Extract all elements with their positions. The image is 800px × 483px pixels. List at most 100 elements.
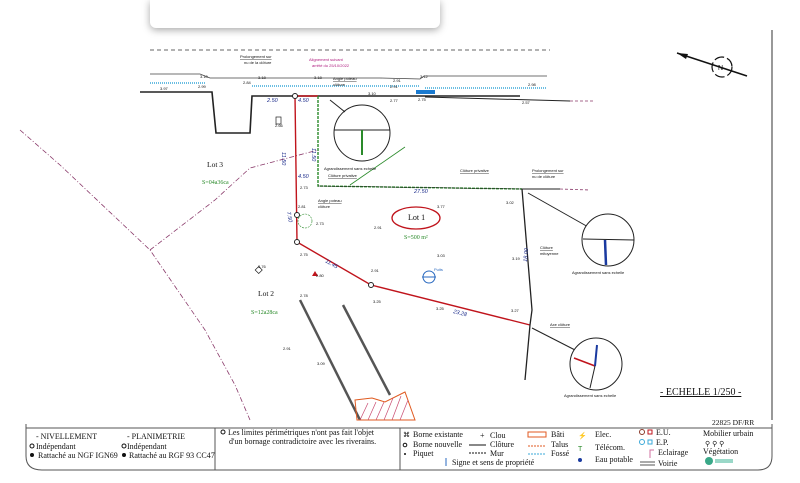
svg-text:Clou: Clou	[490, 431, 506, 440]
svg-text:4.50: 4.50	[298, 174, 310, 180]
svg-text:3.77: 3.77	[437, 204, 446, 209]
svg-text:3.97: 3.97	[160, 86, 169, 91]
svg-text:Prolongement sur: Prolongement sur	[240, 54, 272, 59]
svg-text:E.P.: E.P.	[656, 438, 668, 447]
svg-text:Elec.: Elec.	[595, 430, 611, 439]
svg-text:Indépendant: Indépendant	[36, 442, 76, 451]
clou-icon: +	[480, 431, 485, 440]
fences	[298, 96, 591, 421]
vegetation-icon	[705, 457, 713, 465]
svg-text:Fossé: Fossé	[551, 449, 570, 458]
lot1-name: Lot 1	[408, 213, 425, 222]
svg-text:Végétation: Végétation	[703, 447, 738, 456]
svg-text:Talus: Talus	[551, 440, 568, 449]
svg-text:2.75: 2.75	[300, 252, 309, 257]
svg-text:Bâti: Bâti	[551, 430, 565, 439]
svg-text:2.91: 2.91	[390, 84, 399, 89]
svg-text:2.57: 2.57	[522, 100, 531, 105]
lamp-icon	[649, 449, 654, 458]
overlay-popup	[150, 0, 440, 28]
svg-text:d'un bornage contradictoire av: d'un bornage contradictoire avec les riv…	[229, 437, 376, 446]
piquet-icon	[404, 453, 406, 455]
svg-text:2.91: 2.91	[371, 268, 380, 273]
lot1-highlight	[391, 206, 441, 230]
svg-text:2.91: 2.91	[374, 225, 383, 230]
svg-text:nu de clôture: nu de clôture	[532, 174, 556, 179]
svg-text:Clôture privative: Clôture privative	[328, 173, 358, 178]
level-points: 3.97 3.10 2.99 2.84 3.18 3.18 2.91 3.12 …	[160, 74, 537, 366]
svg-text:arrêté du 25/10/2022: arrêté du 25/10/2022	[312, 63, 350, 68]
svg-text:2.77: 2.77	[390, 98, 399, 103]
svg-text:Clôture privative: Clôture privative	[460, 168, 490, 173]
lot3-area: S=04a36ca	[202, 180, 229, 186]
svg-text:2.66: 2.66	[275, 123, 284, 128]
svg-text:2.91: 2.91	[283, 346, 292, 351]
svg-text:Rattaché au NGF IGN69: Rattaché au NGF IGN69	[38, 451, 118, 460]
svg-text:Rattaché au RGF 93 CC47: Rattaché au RGF 93 CC47	[129, 451, 215, 460]
svg-text:2.84: 2.84	[243, 80, 252, 85]
tree-icon	[297, 213, 313, 229]
scale-label: - ECHELLE 1/250 -	[660, 387, 741, 398]
svg-text:2.78: 2.78	[300, 293, 309, 298]
svg-text:3.18: 3.18	[314, 75, 323, 80]
svg-text:Les limites périmétriques n'on: Les limites périmétriques n'ont pas fait…	[228, 428, 375, 437]
svg-text:Mur: Mur	[490, 449, 504, 458]
svg-text:- NIVELLEMENT: - NIVELLEMENT	[36, 432, 97, 441]
svg-text:3.10: 3.10	[368, 91, 377, 96]
property-limit	[294, 95, 531, 326]
svg-text:2.75: 2.75	[418, 97, 427, 102]
reference-number: 22825 DF/RR	[712, 418, 754, 427]
svg-text:4.50: 4.50	[298, 98, 310, 104]
borne-nouvelle-icon	[402, 442, 408, 448]
svg-text:Indépendant: Indépendant	[127, 442, 167, 451]
svg-text:3.10: 3.10	[200, 74, 209, 79]
elec-icon: ⚡	[578, 431, 587, 440]
svg-text:clôture: clôture	[333, 82, 346, 87]
svg-text:mitoyenne: mitoyenne	[540, 251, 559, 256]
svg-text:Clôture: Clôture	[540, 245, 554, 250]
svg-text:Télécom.: Télécom.	[595, 443, 625, 452]
boundary-dashed	[19, 129, 319, 421]
utility-box	[254, 265, 263, 275]
svg-text:Agrandissement sans echelle: Agrandissement sans echelle	[572, 270, 625, 275]
lot1-area: S=500 m²	[404, 235, 428, 241]
svg-text:Agrandissement sans echelle: Agrandissement sans echelle	[324, 166, 377, 171]
svg-text:2.73: 2.73	[300, 185, 309, 190]
legend-frame	[25, 424, 773, 471]
well-icon	[422, 270, 436, 284]
svg-text:2.98: 2.98	[528, 82, 537, 87]
legend-nivellement: - NIVELLEMENT Indépendant Rattaché au NG…	[29, 432, 118, 460]
north-arrow-icon: N	[676, 52, 748, 78]
svg-text:Borne existante: Borne existante	[413, 430, 463, 439]
water-icon	[578, 458, 582, 462]
svg-text:2.73: 2.73	[316, 221, 325, 226]
detail-circle-3	[531, 327, 623, 391]
svg-text:Signe et sens de propriété: Signe et sens de propriété	[452, 458, 535, 467]
borne-markers	[292, 93, 374, 288]
legend-note: Les limites périmétriques n'ont pas fait…	[220, 428, 376, 446]
svg-text:Axe clôture: Axe clôture	[550, 322, 571, 327]
detail-circle-2	[527, 192, 635, 267]
svg-text:2.50: 2.50	[266, 98, 279, 104]
svg-text:11.45: 11.45	[324, 259, 339, 271]
svg-text:23.28: 23.28	[452, 309, 469, 319]
svg-text:Eclairage: Eclairage	[658, 448, 689, 457]
street-furniture-icon: ⚲ ⚲ ⚲	[705, 440, 724, 448]
triangle-marker	[312, 271, 318, 276]
svg-text:Clôture: Clôture	[490, 440, 514, 449]
svg-text:27.50: 27.50	[413, 189, 429, 195]
svg-text:Agrandissement sans echelle: Agrandissement sans echelle	[564, 393, 617, 398]
svg-text:Prolongement sur: Prolongement sur	[532, 168, 564, 173]
telecom-icon: T	[578, 446, 583, 453]
svg-text:Voirie: Voirie	[658, 459, 678, 468]
utility-box	[275, 116, 282, 125]
svg-text:Piquet: Piquet	[413, 449, 434, 458]
svg-text:11.50: 11.50	[310, 148, 316, 162]
svg-text:3.03: 3.03	[437, 253, 446, 258]
svg-text:clôture: clôture	[318, 204, 331, 209]
svg-text:N: N	[718, 65, 723, 72]
svg-text:18.00: 18.00	[523, 247, 530, 262]
borne-existante-icon: ⌘	[403, 431, 410, 439]
svg-text:2.80: 2.80	[316, 273, 325, 278]
